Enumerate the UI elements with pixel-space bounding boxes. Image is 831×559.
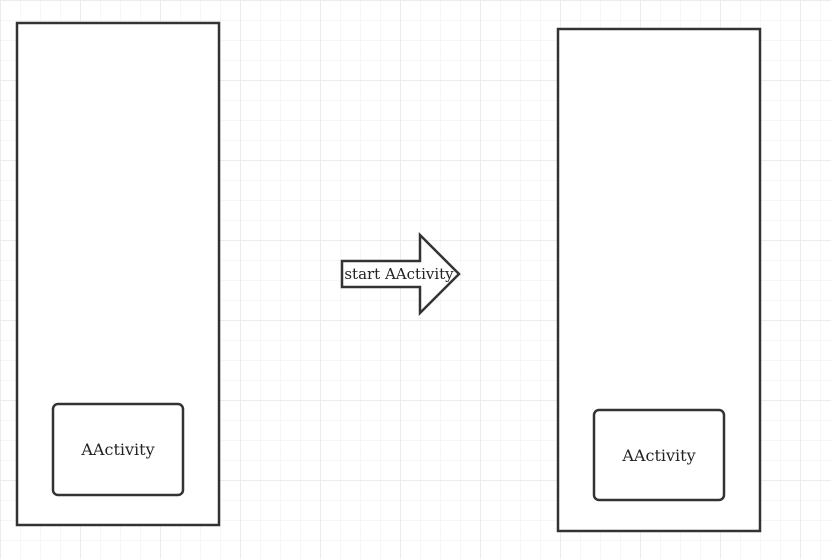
right-activity-box [592, 408, 726, 502]
left-task-stack: AActivity [15, 21, 221, 527]
right-task-stack: AActivity [556, 27, 762, 533]
left-activity-box [51, 402, 185, 497]
right-activity-label: AActivity [621, 446, 695, 465]
transition-label: start AActivity [344, 265, 454, 283]
right-arrow-icon [340, 231, 461, 317]
left-activity-label: AActivity [80, 440, 154, 459]
transition-arrow: start AActivity [340, 231, 461, 317]
